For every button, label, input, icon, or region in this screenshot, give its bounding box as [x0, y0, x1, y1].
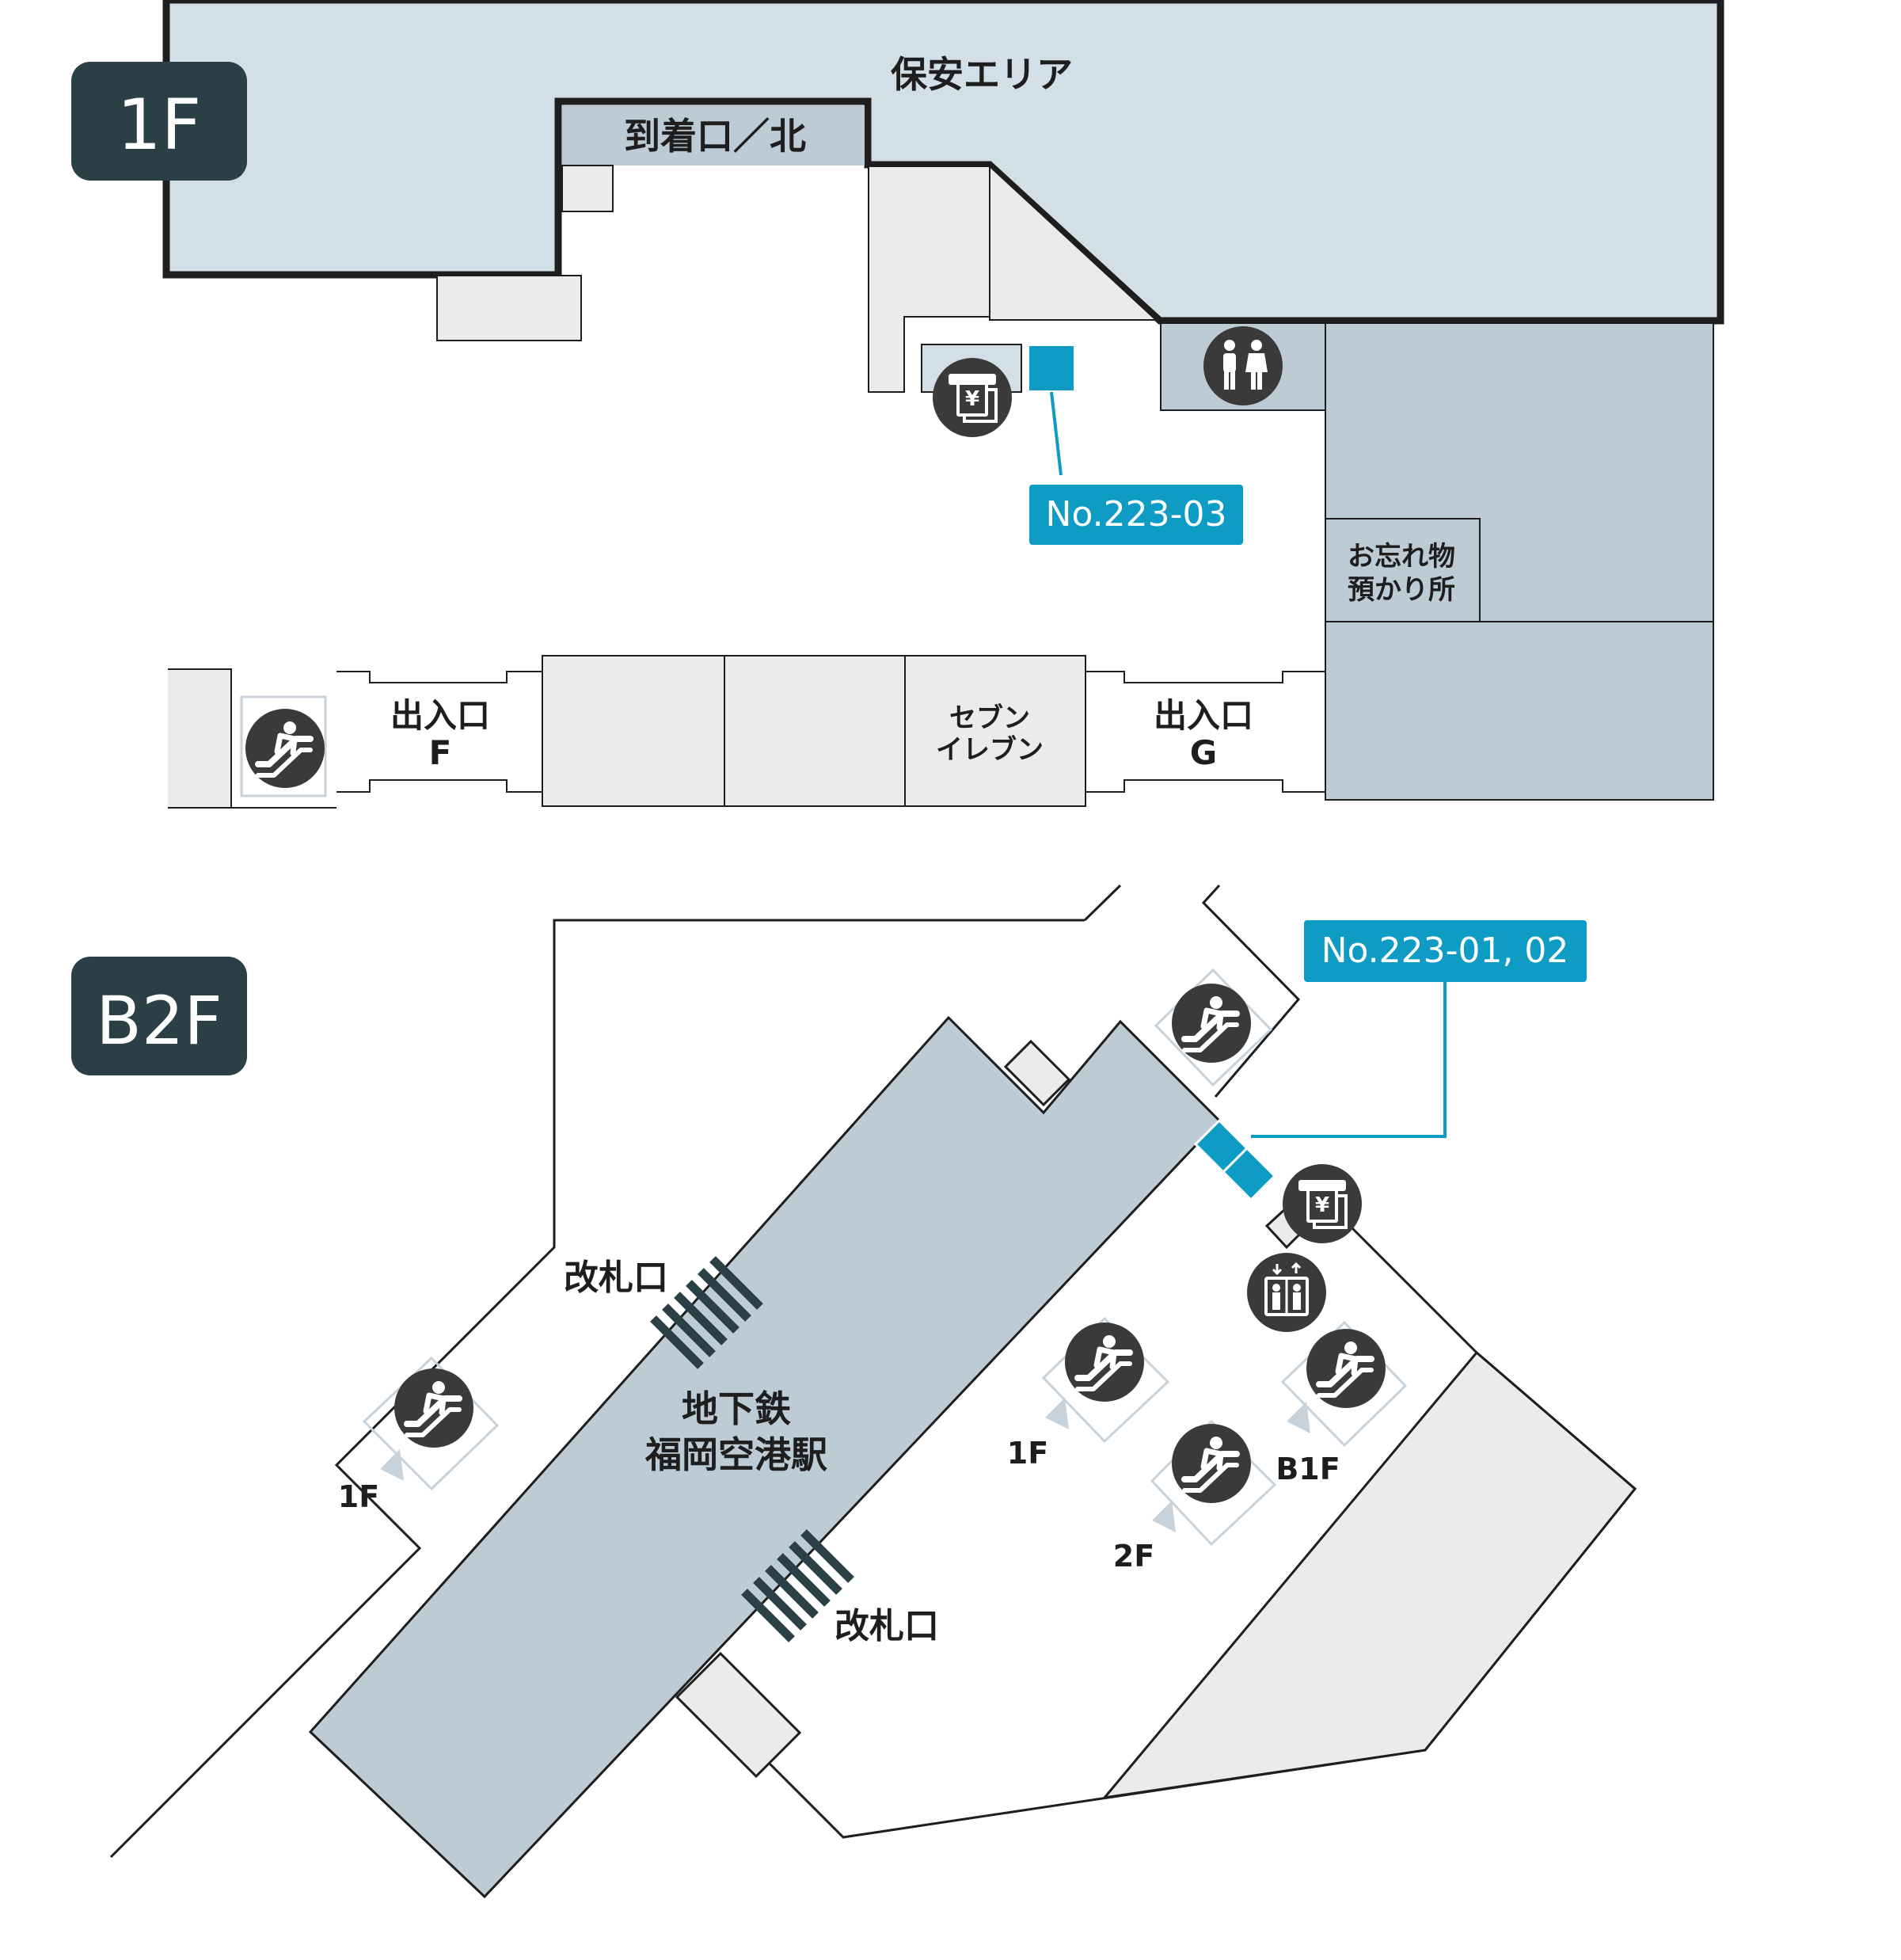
- security-area-label: 保安エリア: [891, 53, 1073, 96]
- escalator-icon: [394, 1368, 473, 1448]
- floor-badge-1f: [71, 62, 247, 181]
- arrival-gate-label: 到着口／北: [624, 115, 806, 158]
- entrance-f[interactable]: [336, 671, 542, 793]
- atm-spot-b2f-2[interactable]: [1221, 1146, 1277, 1202]
- atm-callout-b2f-text: No.223-01, 02: [1321, 931, 1569, 971]
- escalator-icon: [1172, 984, 1251, 1063]
- elevator-icon: [1245, 1251, 1328, 1334]
- atm-callout-1f-text: No.223-03: [1046, 494, 1227, 535]
- arrival-gate-room: [562, 105, 865, 166]
- concourse-gray: [1101, 1350, 1637, 1800]
- seven-eleven-label-2: イレブン: [936, 734, 1044, 766]
- ticket-gate-2-label: 改札口: [835, 1606, 939, 1646]
- seven-eleven-shop: [904, 655, 1086, 807]
- floor-b2f: B2F 改札口 改札口 地下鉄 福岡空港駅 1F 1F B1F 2F No.22…: [71, 884, 1637, 1899]
- entrance-g-label-2: G: [1190, 733, 1217, 772]
- escalator-label-center: 1F: [1007, 1436, 1048, 1471]
- ticket-gate-2[interactable]: [741, 1529, 854, 1642]
- floor-badge-b2f-text: B2F: [96, 982, 222, 1060]
- lost-found-room: [1325, 518, 1481, 622]
- atm-icon: [1281, 1163, 1363, 1245]
- escalator-icon: [1172, 1424, 1251, 1503]
- ticket-gate-1-label: 改札口: [564, 1258, 668, 1298]
- escalator-icon: [245, 709, 325, 788]
- escalator-label-left: 1F: [338, 1479, 379, 1514]
- entrance-f-label-1: 出入口: [390, 696, 490, 735]
- escalator-icon: [1065, 1323, 1144, 1402]
- station-name-1: 地下鉄: [682, 1387, 791, 1430]
- escalator-label-right: B1F: [1276, 1452, 1340, 1486]
- atm-callout-b2f[interactable]: [1304, 920, 1587, 982]
- ticket-gate-1[interactable]: [650, 1256, 763, 1369]
- atm-icon: [931, 356, 1013, 439]
- lost-found-label-1: お忘れ物: [1348, 541, 1455, 573]
- entrance-f-label-2: F: [429, 733, 452, 772]
- restroom-icon: [1203, 326, 1283, 405]
- atm-callout-1f[interactable]: [1029, 485, 1243, 545]
- seven-eleven-label-1: セブン: [949, 702, 1030, 734]
- security-area: [162, 0, 1724, 325]
- station-name-2: 福岡空港駅: [644, 1433, 827, 1476]
- escalator-label-bottom: 2F: [1113, 1539, 1154, 1574]
- entrance-g-label-1: 出入口: [1154, 696, 1253, 735]
- floor-badge-b2f: [71, 957, 247, 1075]
- escalator-icon: [1306, 1329, 1386, 1408]
- entrance-g[interactable]: [1085, 671, 1325, 793]
- floor-badge-1f-text: 1F: [117, 84, 202, 166]
- lost-found-label-2: 預かり所: [1348, 574, 1455, 606]
- atm-spot-1f[interactable]: [1029, 346, 1074, 390]
- floor-1f: 1F 保安エリア 到着口／北 お忘れ物 預かり所 出入口 F 出入口 G セブン…: [71, 0, 1724, 809]
